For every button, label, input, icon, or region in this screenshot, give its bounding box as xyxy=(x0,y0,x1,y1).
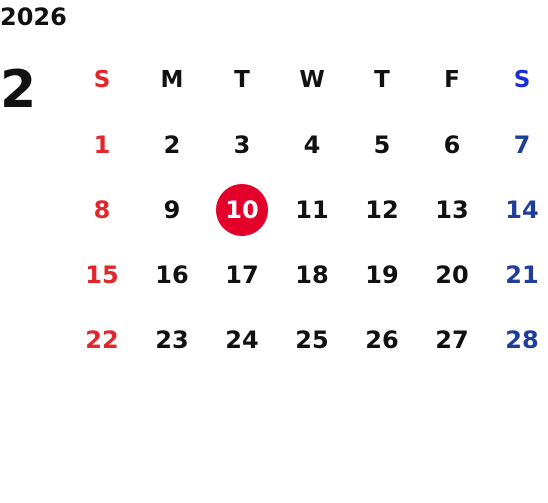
day-cell[interactable]: 18 xyxy=(295,260,329,289)
day-cell[interactable]: 4 xyxy=(303,130,321,159)
day-cell[interactable]: 11 xyxy=(295,195,329,224)
day-cell[interactable]: 19 xyxy=(365,260,399,289)
weekday-wednesday: W xyxy=(299,67,325,93)
day-cell[interactable]: 27 xyxy=(435,325,469,354)
day-cell[interactable]: 2 xyxy=(163,130,181,159)
weekday-monday: M xyxy=(160,67,184,93)
week-row: 15 16 17 18 19 20 21 xyxy=(67,242,548,307)
day-cell[interactable]: 1 xyxy=(93,130,111,159)
day-cell[interactable]: 9 xyxy=(163,195,181,224)
weekday-saturday: S xyxy=(513,67,531,93)
day-cell[interactable]: 3 xyxy=(233,130,251,159)
week-row: 1 2 3 4 5 6 7 xyxy=(67,112,548,177)
weekday-sunday: S xyxy=(93,67,111,93)
day-cell[interactable]: 21 xyxy=(505,260,539,289)
day-cell[interactable]: 7 xyxy=(513,130,531,159)
day-cell[interactable]: 8 xyxy=(93,195,111,224)
weekday-header-row: S M T W T F S xyxy=(67,48,548,112)
day-cell[interactable]: 20 xyxy=(435,260,469,289)
today-day-number: 10 xyxy=(225,195,259,224)
month-label: 2 xyxy=(0,60,37,120)
day-cell[interactable]: 28 xyxy=(505,325,539,354)
weekday-tuesday: T xyxy=(234,67,250,93)
day-cell[interactable]: 12 xyxy=(365,195,399,224)
day-cell[interactable]: 5 xyxy=(373,130,391,159)
day-cell[interactable]: 24 xyxy=(225,325,259,354)
week-row: 8 9 10 11 12 13 14 xyxy=(67,177,548,242)
week-row: 22 23 24 25 26 27 28 xyxy=(67,307,548,372)
weekday-thursday: T xyxy=(374,67,390,93)
day-cell[interactable]: 26 xyxy=(365,325,399,354)
year-label: 2026 xyxy=(0,3,67,31)
day-cell[interactable]: 15 xyxy=(85,260,119,289)
day-cell[interactable]: 16 xyxy=(155,260,189,289)
today-day-cell[interactable]: 10 xyxy=(207,177,277,242)
today-highlight-circle xyxy=(216,183,268,236)
calendar-grid: S M T W T F S 1 2 3 4 5 6 7 8 9 10 11 12… xyxy=(67,48,548,372)
day-cell[interactable]: 13 xyxy=(435,195,469,224)
day-cell[interactable]: 6 xyxy=(443,130,461,159)
day-cell[interactable]: 17 xyxy=(225,260,259,289)
day-cell[interactable]: 14 xyxy=(505,195,539,224)
day-cell[interactable]: 25 xyxy=(295,325,329,354)
day-cell[interactable]: 23 xyxy=(155,325,189,354)
weekday-friday: F xyxy=(444,67,460,93)
day-cell[interactable]: 22 xyxy=(85,325,119,354)
